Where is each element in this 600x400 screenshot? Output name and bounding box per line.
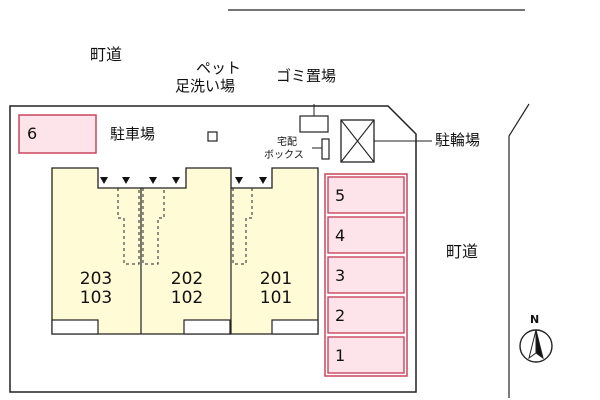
unit-label-right: 201 101 [246,270,306,308]
unit-upper-number: 203 [79,269,113,289]
parking-slot-4 [327,216,405,254]
unit-lower-number: 102 [170,288,204,308]
garbage-label: ゴミ置場 [276,67,337,85]
pet-wash-marker [207,131,218,142]
parking-label: 駐車場 [110,125,156,143]
garbage-area [299,115,329,133]
road-label-top: 町道 [90,45,123,64]
pet-wash-label-line1: ペット [196,59,242,77]
parking-slot-1-number: 1 [335,346,346,365]
parking-area-right [324,173,408,377]
bicycle-parking-label: 駐輪場 [435,131,481,149]
unit-upper-number: 201 [259,269,293,289]
entrance-arrows [100,177,267,184]
stair-outlines [117,188,253,265]
parking-slot-5 [327,176,405,214]
unit-lower-number: 101 [259,288,293,308]
road-label-right: 町道 [446,242,479,261]
balcony [51,319,99,335]
parking-slot-3 [327,256,405,294]
parking-slot-6-number: 6 [27,124,38,143]
parcel-box-marker [321,138,330,160]
parking-slot-6 [18,114,97,154]
parking-slot-5-number: 5 [335,186,346,205]
parcel-box-label-line2: ボックス [264,150,304,161]
compass-icon [519,329,553,363]
balcony [271,319,319,335]
balcony [183,319,231,335]
parking-slot-1 [327,336,405,374]
parking-slot-4-number: 4 [335,226,346,245]
road-edge-right [508,103,530,398]
parking-slot-2-number: 2 [335,306,346,325]
pet-wash-label-line2: 足洗い場 [175,77,236,95]
building [51,167,319,335]
unit-label-middle: 202 102 [157,270,217,308]
compass-north-label: N [530,313,540,326]
lot-boundary [9,105,417,393]
parcel-box-label-line1: 宅配 [277,137,297,148]
unit-upper-number: 202 [170,269,204,289]
unit-lower-number: 103 [79,288,113,308]
parking-slot-3-number: 3 [335,266,346,285]
parking-slot-2 [327,296,405,334]
unit-label-left: 203 103 [66,270,126,308]
